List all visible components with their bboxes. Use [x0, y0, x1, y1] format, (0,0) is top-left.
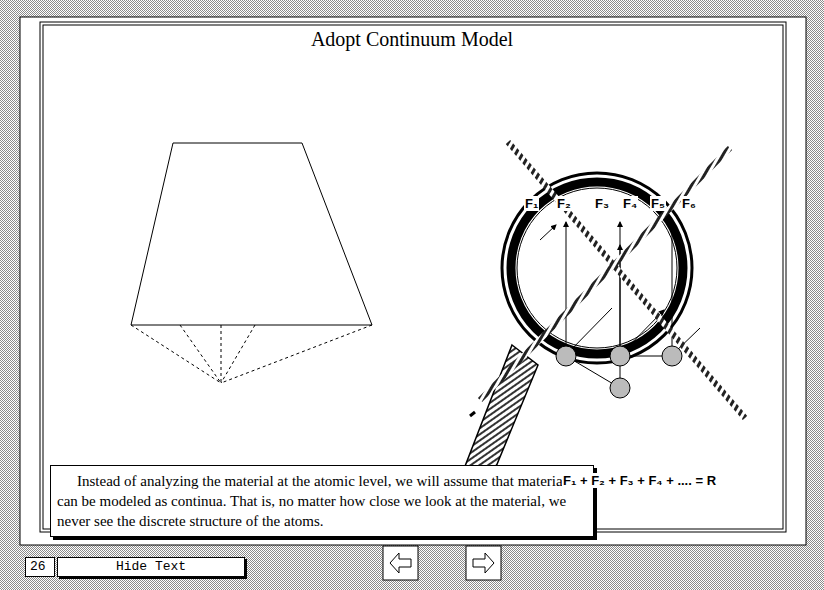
force-label: F₃: [594, 196, 610, 211]
hide-text-button: Hide Text: [57, 557, 245, 577]
force-sum-equation: F₁ + F₂ + F₃ + F₄ + .... = R: [562, 473, 717, 488]
node-text: 26: [30, 559, 50, 575]
force-label: F₂: [556, 196, 572, 211]
force-label: F₄: [622, 196, 638, 211]
force-label: F₁: [524, 196, 539, 211]
card-number: 26: [25, 557, 55, 577]
force-label: F₅: [650, 196, 666, 211]
node-text: Hide Text: [64, 559, 238, 575]
force-label: F₆: [681, 196, 697, 211]
node-text: Instead of analyzing the material at the…: [57, 471, 586, 531]
slide-title: Adopt Continuum Model: [0, 28, 824, 51]
text-panel: Instead of analyzing the material at the…: [50, 465, 594, 537]
